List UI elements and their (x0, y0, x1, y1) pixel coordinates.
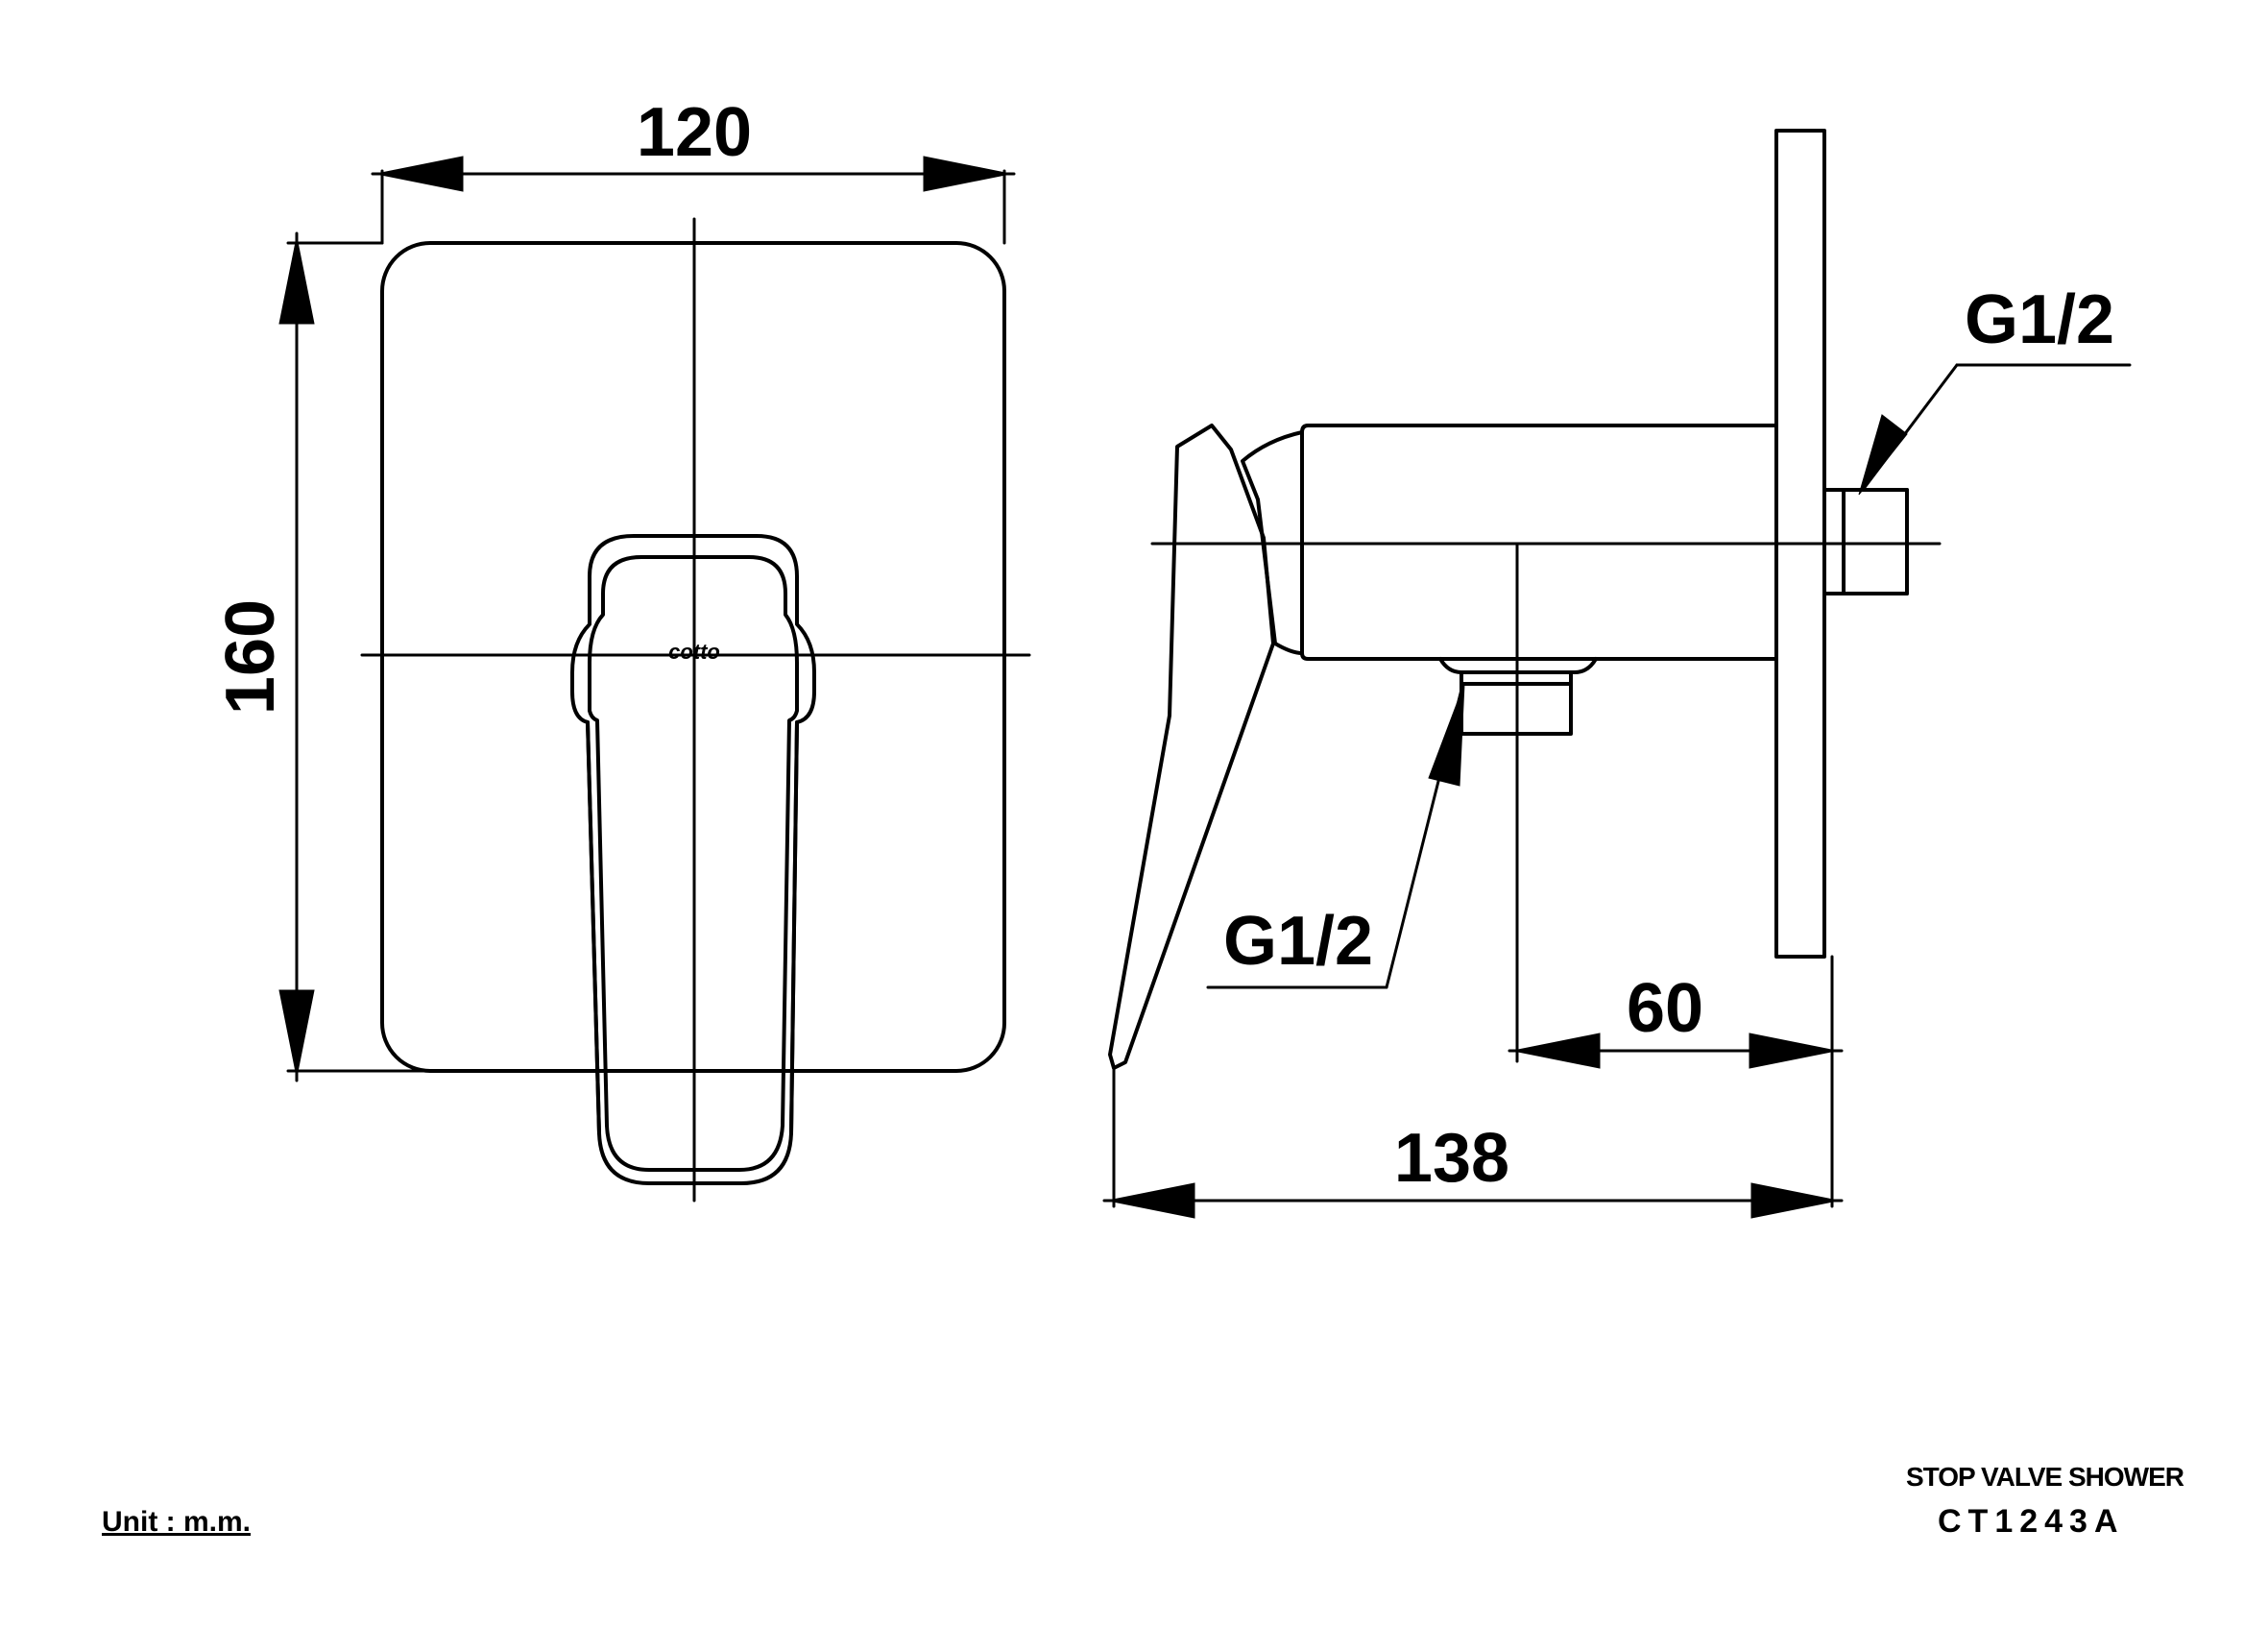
outlet-nipple-inner (1842, 488, 1909, 595)
total-arrow-right (1750, 1182, 1839, 1219)
thread-top-label: G1/2 (1965, 281, 2114, 358)
height-arrow-top (278, 236, 315, 325)
depth-dimension-label: 60 (1627, 970, 1703, 1047)
total-arrow-left (1107, 1182, 1195, 1219)
outlet-nipple (1822, 488, 1909, 595)
handle-right-edge (789, 720, 799, 1135)
width-dimension-label: 120 (637, 94, 752, 171)
thread-bottom-arrow (1428, 683, 1465, 787)
height-arrow-bottom (278, 989, 315, 1078)
model-code: CT1243A (1938, 1503, 2125, 1540)
thread-top-arrow (1858, 414, 1908, 496)
depth-arrow-left (1512, 1033, 1601, 1069)
side-view: G1/2 G1/2 60 138 (1102, 129, 2132, 1219)
handle-outer (570, 534, 816, 1185)
total-dimension-label: 138 (1394, 1120, 1509, 1197)
width-arrow-left (375, 156, 464, 192)
thread-bottom-label: G1/2 (1223, 903, 1373, 980)
product-name: STOP VALVE SHOWER (1906, 1462, 2184, 1492)
valve-bonnet (1241, 430, 1304, 655)
height-dimension-label: 160 (212, 599, 289, 715)
handle-inner (588, 555, 799, 1172)
width-arrow-right (923, 156, 1011, 192)
unit-label: Unit : m.m. (102, 1506, 251, 1538)
lever-handle (1108, 424, 1275, 1070)
handle-left-edge (586, 720, 601, 1135)
front-view: cotto 120 160 (212, 94, 1031, 1203)
depth-arrow-right (1749, 1033, 1837, 1069)
brand-logo: cotto (668, 640, 720, 664)
